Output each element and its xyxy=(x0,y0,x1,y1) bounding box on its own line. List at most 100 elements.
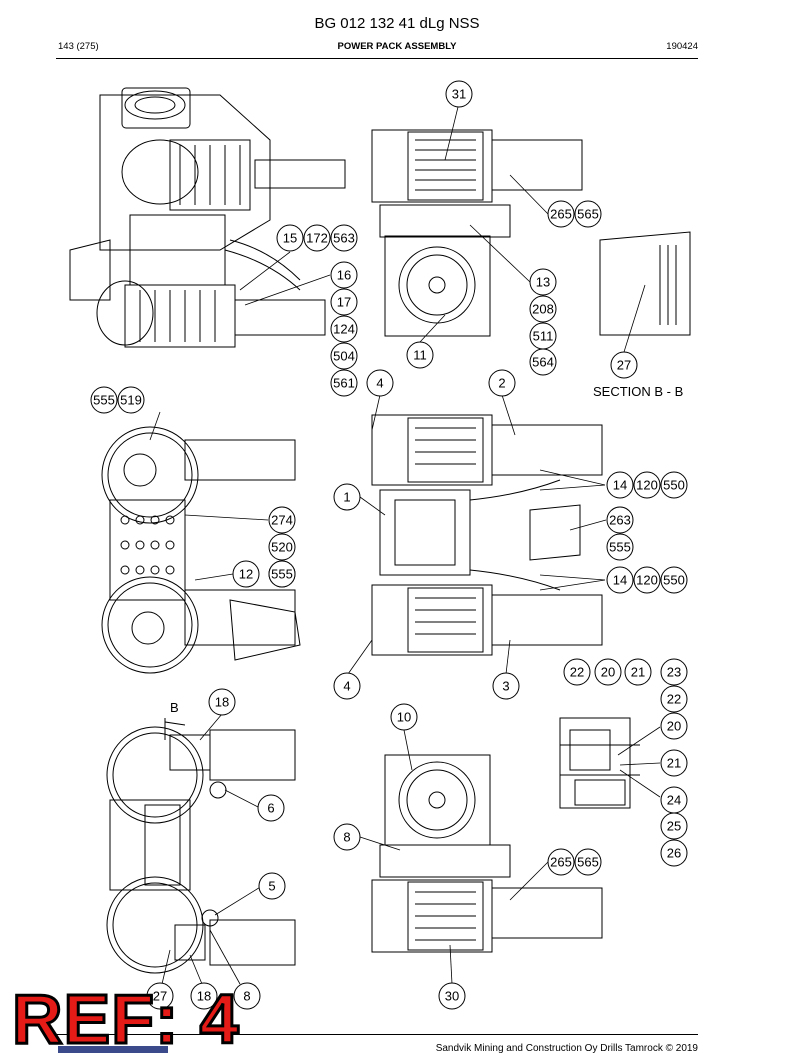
callout: 263 xyxy=(606,506,634,534)
svg-text:555: 555 xyxy=(93,393,115,408)
callout: 555 xyxy=(90,386,118,414)
svg-text:172: 172 xyxy=(306,231,328,246)
svg-text:24: 24 xyxy=(667,793,681,808)
side-view-gears xyxy=(101,426,301,674)
detail-view xyxy=(559,717,640,809)
callout: 24 xyxy=(660,786,688,814)
svg-text:22: 22 xyxy=(667,692,681,707)
callout: 172 xyxy=(303,224,331,252)
callout: 4 xyxy=(333,672,361,700)
svg-text:563: 563 xyxy=(333,231,355,246)
svg-text:21: 21 xyxy=(667,756,681,771)
svg-text:10: 10 xyxy=(397,710,411,725)
callout: 26 xyxy=(660,839,688,867)
callout: 563 xyxy=(330,224,358,252)
callout: 208 xyxy=(529,295,557,323)
svg-text:18: 18 xyxy=(215,695,229,710)
svg-text:14: 14 xyxy=(613,573,627,588)
svg-text:120: 120 xyxy=(636,478,658,493)
callout: 550 xyxy=(660,566,688,594)
svg-text:3: 3 xyxy=(502,679,509,694)
callout: 520 xyxy=(268,533,296,561)
callout: 265 xyxy=(547,848,575,876)
isometric-view xyxy=(69,87,346,348)
svg-text:564: 564 xyxy=(532,355,554,370)
svg-text:31: 31 xyxy=(452,87,466,102)
callout: 14 xyxy=(606,471,634,499)
svg-text:4: 4 xyxy=(376,376,383,391)
callout: 25 xyxy=(660,812,688,840)
svg-text:30: 30 xyxy=(445,989,459,1004)
svg-text:555: 555 xyxy=(271,567,293,582)
callout: 10 xyxy=(390,703,418,731)
svg-text:12: 12 xyxy=(239,567,253,582)
svg-text:18: 18 xyxy=(197,989,211,1004)
svg-text:265: 265 xyxy=(550,207,572,222)
callout: 565 xyxy=(574,200,602,228)
svg-text:21: 21 xyxy=(631,665,645,680)
header-rule xyxy=(56,58,698,59)
svg-text:17: 17 xyxy=(337,295,351,310)
callout: 265 xyxy=(547,200,575,228)
callout: 21 xyxy=(660,749,688,777)
svg-text:4: 4 xyxy=(343,679,350,694)
callout: 15 xyxy=(276,224,304,252)
callout: 2 xyxy=(488,369,516,397)
svg-text:8: 8 xyxy=(343,830,350,845)
svg-text:14: 14 xyxy=(613,478,627,493)
callout: 120 xyxy=(633,566,661,594)
callout: 20 xyxy=(660,712,688,740)
callout: 8 xyxy=(333,823,361,851)
view-letter: B xyxy=(170,700,179,715)
svg-text:8: 8 xyxy=(243,989,250,1004)
svg-text:274: 274 xyxy=(271,513,293,528)
callout-bubbles: 31 265 565 15 172 563 16 17 124 504 561 … xyxy=(90,80,688,1010)
callout: 519 xyxy=(117,386,145,414)
callout: 550 xyxy=(660,471,688,499)
callout: 27 xyxy=(610,351,638,379)
svg-text:120: 120 xyxy=(636,573,658,588)
svg-text:25: 25 xyxy=(667,819,681,834)
svg-text:520: 520 xyxy=(271,540,293,555)
svg-text:11: 11 xyxy=(413,348,427,363)
svg-text:519: 519 xyxy=(120,393,142,408)
document-title: BG 012 132 41 dLg NSS xyxy=(314,15,480,32)
callout: 30 xyxy=(438,982,466,1010)
footer-rule xyxy=(56,1034,698,1035)
callout: 3 xyxy=(492,672,520,700)
svg-text:20: 20 xyxy=(667,719,681,734)
section-title: POWER PACK ASSEMBLY xyxy=(337,41,457,52)
ref-stamp: REF: 4 xyxy=(11,980,241,1058)
svg-text:20: 20 xyxy=(601,665,615,680)
svg-text:555: 555 xyxy=(609,540,631,555)
svg-text:2: 2 xyxy=(498,376,505,391)
callout: 16 xyxy=(330,261,358,289)
callout: 21 xyxy=(624,658,652,686)
top-view xyxy=(371,129,691,337)
svg-text:15: 15 xyxy=(283,231,297,246)
svg-text:6: 6 xyxy=(267,801,274,816)
callout: 17 xyxy=(330,288,358,316)
svg-text:5: 5 xyxy=(268,879,275,894)
svg-text:550: 550 xyxy=(663,478,685,493)
svg-text:263: 263 xyxy=(609,513,631,528)
callout: 18 xyxy=(190,982,218,1010)
center-view xyxy=(371,414,603,656)
section-label: SECTION B - B xyxy=(593,384,683,399)
svg-text:265: 265 xyxy=(550,855,572,870)
svg-text:550: 550 xyxy=(663,573,685,588)
svg-text:565: 565 xyxy=(577,207,599,222)
callout: 274 xyxy=(268,506,296,534)
svg-text:27: 27 xyxy=(153,989,167,1004)
sandvik-logo xyxy=(58,1046,168,1053)
svg-text:511: 511 xyxy=(533,329,554,344)
callout: 31 xyxy=(445,80,473,108)
callout: 11 xyxy=(406,341,434,369)
callout: 564 xyxy=(529,348,557,376)
svg-text:13: 13 xyxy=(536,275,550,290)
svg-text:504: 504 xyxy=(333,349,355,364)
callout: 504 xyxy=(330,342,358,370)
callout: 14 xyxy=(606,566,634,594)
page-number: 143 (275) xyxy=(58,41,99,52)
